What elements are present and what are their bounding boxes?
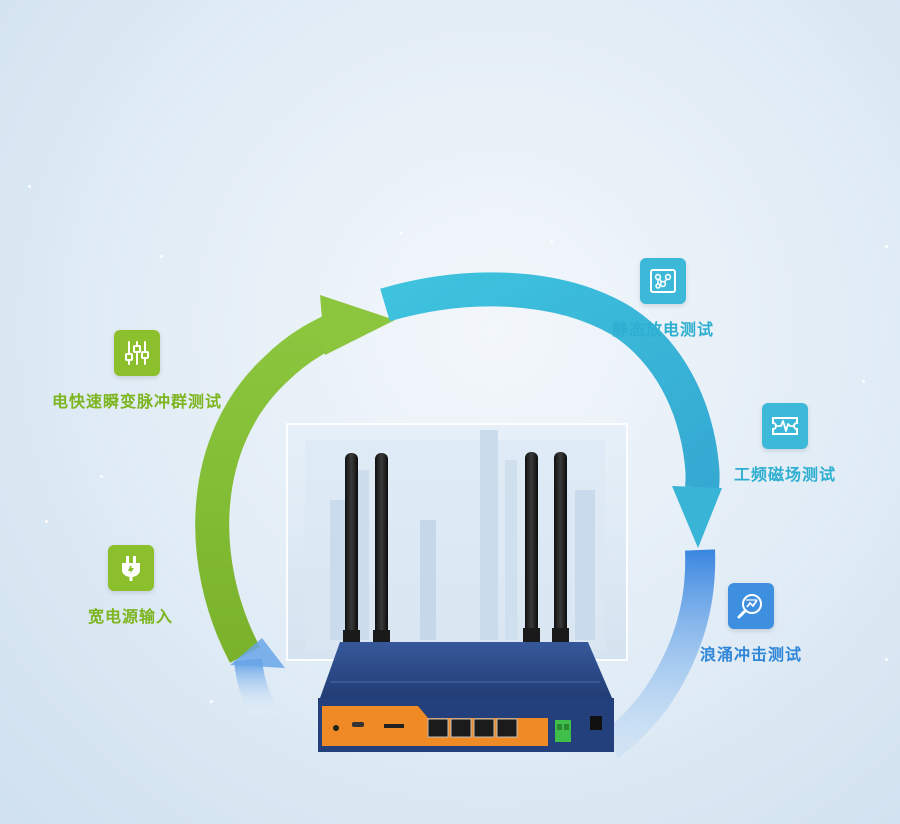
sparkle xyxy=(160,255,163,258)
blue-arrow-arc xyxy=(601,549,716,758)
magnifier-chart-icon xyxy=(728,583,774,629)
sparkle xyxy=(210,700,213,703)
feature-label: 电快速瞬变脉冲群测试 xyxy=(52,392,223,411)
sparkle xyxy=(885,658,888,661)
green-arrow-arc xyxy=(195,309,352,663)
light-blue-arrow-arc xyxy=(234,658,282,729)
feature-esd-test: 静态放电测试 xyxy=(612,258,714,340)
light-blue-arrow-head xyxy=(230,638,285,668)
pulse-ticket-icon xyxy=(762,403,808,449)
cyan-arrow-head xyxy=(672,486,722,548)
sparkle xyxy=(885,245,888,248)
dc-jack xyxy=(590,716,602,730)
sparkle xyxy=(400,232,403,235)
antenna xyxy=(525,452,538,642)
power-plug-icon xyxy=(107,545,154,591)
router-device xyxy=(318,452,614,752)
green-arrow-head xyxy=(320,295,395,355)
antenna xyxy=(375,453,388,643)
antenna xyxy=(554,452,567,642)
feature-label: 静态放电测试 xyxy=(612,320,715,339)
sparkle xyxy=(28,185,31,188)
feature-power-frequency-magnetic-test: 工频磁场测试 xyxy=(734,403,836,485)
sparkle xyxy=(550,240,553,243)
sparkle xyxy=(45,520,48,523)
feature-label: 浪涌冲击测试 xyxy=(700,645,803,664)
power-terminal xyxy=(555,720,571,742)
antenna xyxy=(345,453,358,643)
feature-surge-test: 浪涌冲击测试 xyxy=(700,583,802,665)
lan-ports xyxy=(427,718,518,738)
feature-eft-burst-test: 电快速瞬变脉冲群测试 xyxy=(52,330,222,412)
feature-wide-power-input: 宽电源输入 xyxy=(88,545,173,627)
sparkle xyxy=(100,475,103,478)
cyan-arrow-arc xyxy=(380,272,720,490)
feature-label: 宽电源输入 xyxy=(88,607,174,626)
background-screen xyxy=(286,423,628,661)
feature-label: 工频磁场测试 xyxy=(734,465,837,484)
network-nodes-icon xyxy=(640,258,686,304)
equalizer-sliders-icon xyxy=(114,330,160,376)
sparkle xyxy=(862,380,865,383)
